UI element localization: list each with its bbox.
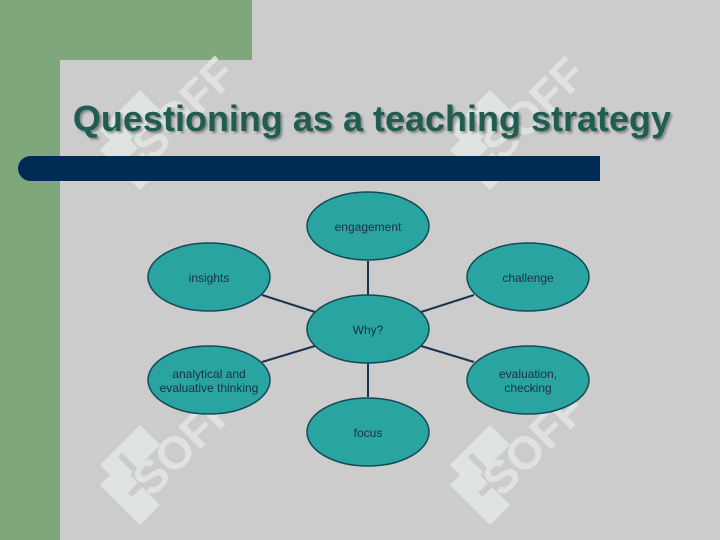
node-evaluation: evaluation, checking: [466, 345, 590, 415]
connector-evaluation: [420, 345, 475, 363]
title-underline-bar: [18, 156, 600, 181]
node-analytical: analytical and evaluative thinking: [147, 345, 271, 415]
connector-lines: [261, 261, 475, 397]
node-insights-label: insights: [189, 271, 230, 285]
slide-title: Questioning as a teaching strategy: [72, 98, 672, 139]
node-analytical-label-line2: evaluative thinking: [160, 381, 259, 395]
connector-analytical: [261, 345, 316, 363]
connector-insights: [261, 294, 316, 313]
node-insights: insights: [147, 242, 271, 312]
node-evaluation-label-line2: checking: [504, 381, 551, 395]
node-center-label: Why?: [353, 323, 384, 337]
node-engagement: engagement: [306, 191, 430, 261]
connector-challenge: [420, 294, 475, 313]
green-accent-left: [0, 0, 60, 540]
node-focus-label: focus: [354, 426, 383, 440]
node-focus: focus: [306, 397, 430, 467]
node-challenge: challenge: [466, 242, 590, 312]
node-analytical-label-line1: analytical and: [172, 367, 245, 381]
node-evaluation-label-line1: evaluation,: [499, 367, 557, 381]
node-engagement-label: engagement: [335, 220, 402, 234]
node-center: Why?: [306, 294, 430, 364]
node-challenge-label: challenge: [502, 271, 554, 285]
